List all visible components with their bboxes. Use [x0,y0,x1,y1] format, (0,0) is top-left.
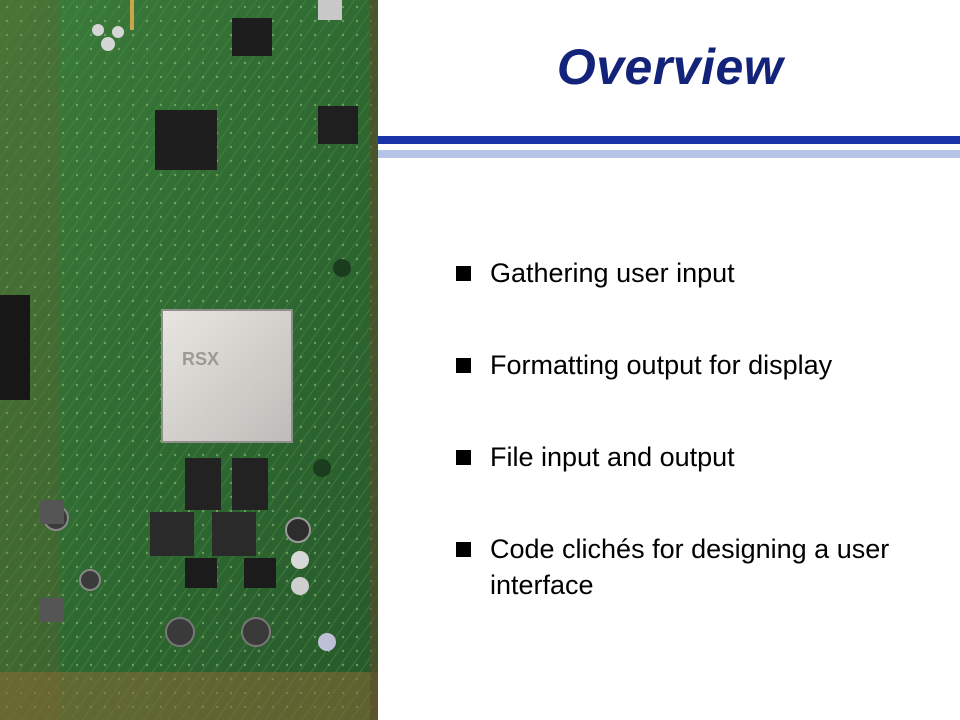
bullet-item: Formatting output for display [456,347,936,383]
square-bullet-icon [456,358,471,373]
title-rule-dark [378,136,960,144]
square-bullet-icon [456,450,471,465]
circuit-board-photo: RSX [0,0,378,720]
title-rule-light [378,150,960,158]
square-bullet-icon [456,266,471,281]
bullet-item: Gathering user input [456,255,936,291]
bullet-list: Gathering user input Formatting output f… [456,255,936,603]
bullet-item: File input and output [456,439,936,475]
slide-title: Overview [556,39,784,95]
bullet-item: Code clichés for designing a user interf… [456,531,936,603]
bullet-text: Code clichés for designing a user interf… [490,534,890,600]
gpu-chip-label: RSX [182,349,219,369]
bullet-text: Gathering user input [490,258,735,288]
square-bullet-icon [456,542,471,557]
bullet-text: File input and output [490,442,735,472]
bullet-text: Formatting output for display [490,350,833,380]
